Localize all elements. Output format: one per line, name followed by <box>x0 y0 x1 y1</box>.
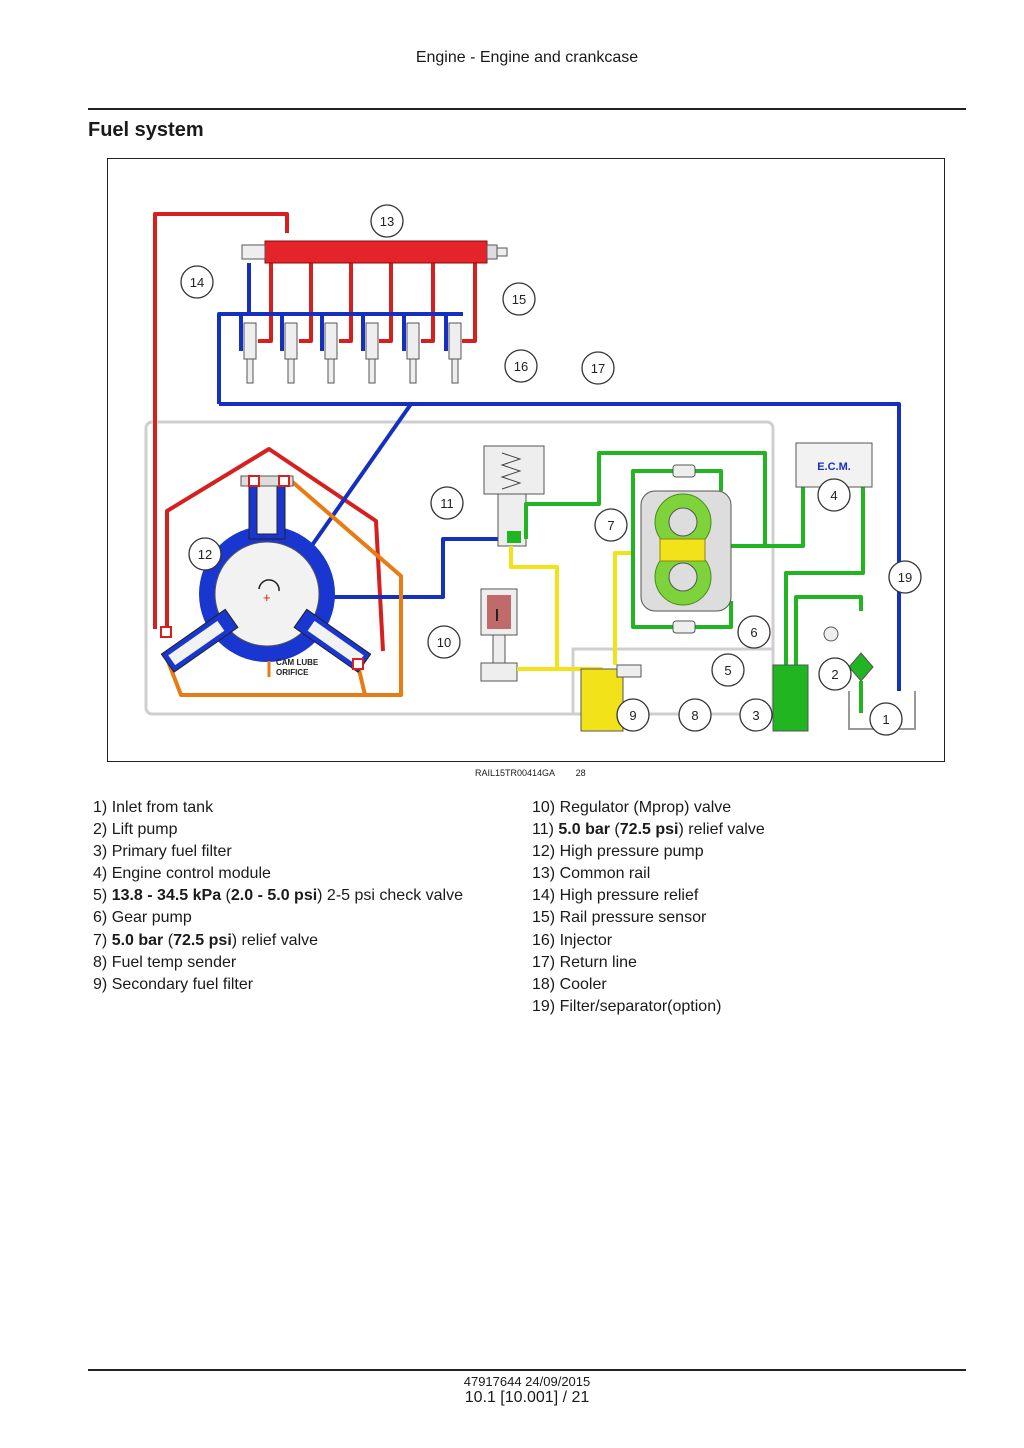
callout-6: 6 <box>737 615 771 649</box>
legend-item: 12) High pressure pump <box>532 843 704 861</box>
cam-lube-label-2: ORIFICE <box>276 668 309 677</box>
callout-12: 12 <box>188 537 222 571</box>
low-pressure-lines <box>524 451 865 713</box>
svg-text:+: + <box>263 590 271 605</box>
section-title: Fuel system <box>88 119 204 141</box>
footer-rule <box>88 1369 966 1371</box>
secondary-filter <box>580 668 624 732</box>
legend-item: 4) Engine control module <box>93 865 271 883</box>
page-header: Engine - Engine and crankcase <box>415 49 639 66</box>
svg-text:13: 13 <box>380 214 394 229</box>
callout-10: 10 <box>427 625 461 659</box>
svg-text:10: 10 <box>437 635 451 650</box>
svg-text:15: 15 <box>512 292 526 307</box>
legend-item: 18) Cooler <box>532 975 607 993</box>
callout-7: 7 <box>594 508 628 542</box>
legend-item: 8) Fuel temp sender <box>93 953 237 971</box>
high-pressure-pump: + CAM LUBE ORIFICE <box>160 475 372 677</box>
legend-right: 10) Regulator (Mprop) valve 11) 5.0 bar (… <box>532 797 765 1018</box>
page-number: 10.1 [10.001] / 21 <box>464 1389 590 1406</box>
svg-text:4: 4 <box>830 488 837 503</box>
legend-item: 7) 5.0 bar (72.5 psi) relief valve <box>93 931 319 949</box>
lift-pump <box>823 626 839 642</box>
relief-valve-11 <box>483 445 545 547</box>
svg-text:17: 17 <box>591 361 605 376</box>
legend-item: 9) Secondary fuel filter <box>93 975 254 993</box>
callout-17: 17 <box>581 351 615 385</box>
legend-left: 1) Inlet from tank 2) Lift pump 3) Primary… <box>93 797 463 996</box>
legend-item: 13) Common rail <box>532 865 651 883</box>
legend-item: 5) 13.8 - 34.5 kPa (2.0 - 5.0 psi) 2-5 p… <box>93 887 463 905</box>
check-valve-5 <box>672 620 696 634</box>
callout-4: 4 <box>817 478 851 512</box>
callout-15: 15 <box>502 282 536 316</box>
ecm-label: E.C.M. <box>817 461 851 473</box>
svg-text:2: 2 <box>831 667 838 682</box>
callout-8: 8 <box>678 698 712 732</box>
svg-text:8: 8 <box>691 708 698 723</box>
callout-16: 16 <box>504 349 538 383</box>
callout-9: 9 <box>616 698 650 732</box>
svg-text:3: 3 <box>752 708 759 723</box>
svg-text:1: 1 <box>882 712 889 727</box>
relief-valve-7 <box>672 464 696 478</box>
engine-block-outline <box>144 420 775 716</box>
figure-code: RAIL15TR00414GA <box>475 768 556 778</box>
svg-text:9: 9 <box>629 708 636 723</box>
regulator-valve-10 <box>480 588 518 682</box>
svg-text:6: 6 <box>750 625 757 640</box>
callout-5: 5 <box>711 653 745 687</box>
gear-pump <box>640 490 732 612</box>
svg-text:7: 7 <box>607 518 614 533</box>
common-rail <box>264 240 488 264</box>
callout-11: 11 <box>430 486 464 520</box>
svg-text:19: 19 <box>898 570 912 585</box>
fuel-system-diagram: + CAM LUBE ORIFICE <box>107 158 945 762</box>
fuel-temp-sender <box>616 664 642 678</box>
callout-2: 2 <box>818 657 852 691</box>
return-lines <box>217 263 901 691</box>
callout-13: 13 <box>370 204 404 238</box>
legend-item: 19) Filter/separator(option) <box>532 997 722 1015</box>
svg-text:14: 14 <box>190 275 204 290</box>
legend-item: 1) Inlet from tank <box>93 799 214 816</box>
high-pressure-relief <box>241 244 266 260</box>
legend-item: 2) Lift pump <box>93 821 178 839</box>
legend-item: 11) 5.0 bar (72.5 psi) relief valve <box>532 821 765 839</box>
legend-item: 3) Primary fuel filter <box>93 843 232 861</box>
callout-19: 19 <box>888 560 922 594</box>
header-rule <box>88 108 966 110</box>
legend-item: 6) Gear pump <box>93 909 192 927</box>
callout-1: 1 <box>869 702 903 736</box>
figure-number: 28 <box>575 768 586 778</box>
primary-filter <box>772 664 809 732</box>
callout-3: 3 <box>739 698 773 732</box>
diagram-svg: + CAM LUBE ORIFICE <box>144 204 922 736</box>
rail-pressure-sensor <box>486 244 498 260</box>
figure-caption: RAIL15TR00414GA 28 <box>475 768 586 778</box>
legend-item: 16) Injector <box>532 931 613 949</box>
legend-item: 17) Return line <box>532 953 637 971</box>
doc-number-date: 47917644 24/09/2015 <box>463 1374 591 1389</box>
legend-item: 10) Regulator (Mprop) valve <box>532 799 732 816</box>
cam-lube-label-1: CAM LUBE <box>276 658 319 667</box>
callout-14: 14 <box>180 265 214 299</box>
injectors <box>243 322 462 384</box>
legend-item: 14) High pressure relief <box>532 887 699 905</box>
legend-item: 15) Rail pressure sensor <box>532 909 707 927</box>
high-pressure-lines <box>153 212 477 652</box>
svg-text:16: 16 <box>514 359 528 374</box>
svg-text:12: 12 <box>198 547 212 562</box>
svg-text:5: 5 <box>724 663 731 678</box>
svg-text:11: 11 <box>440 496 454 511</box>
